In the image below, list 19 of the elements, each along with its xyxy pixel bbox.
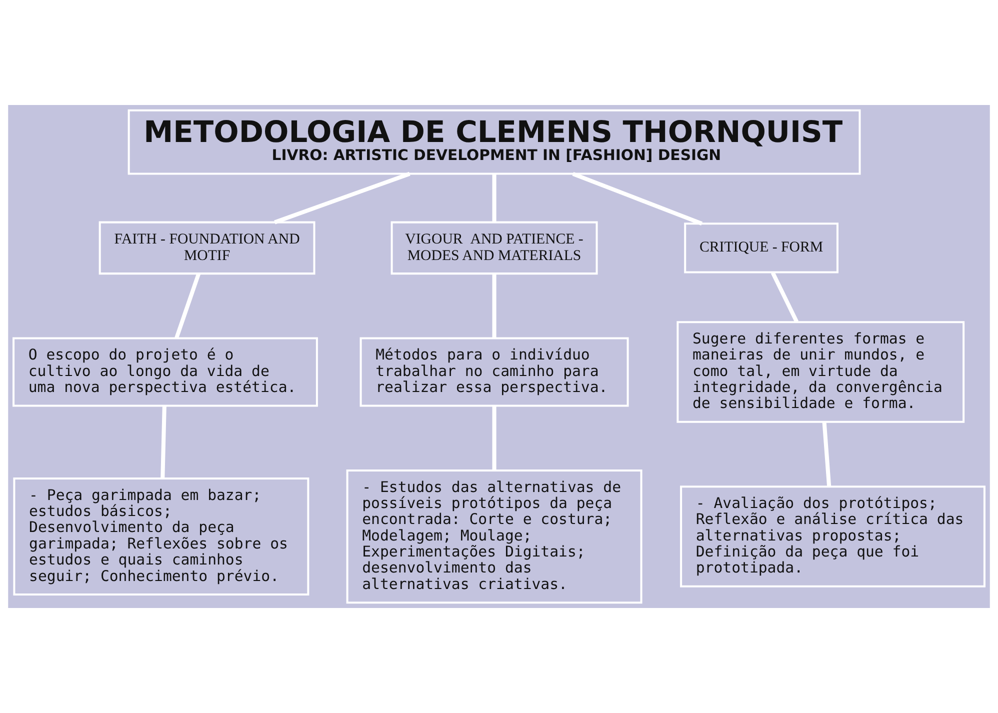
node-box: - Peça garimpada em bazar; estudos básicos; Desenvolvimento da peça garimpada; Reflexões sobre os estudos e quais caminhos seguir; Conhecimento prévio. (13, 478, 310, 596)
connector (160, 406, 166, 478)
connector (492, 174, 496, 222)
connector (822, 422, 832, 486)
connector (492, 274, 496, 338)
node-box: Métodos para o indivíduo trabalhar no caminho para realizar essa perspectiva. (360, 337, 629, 407)
node-box: CRITIQUE - FORM (684, 222, 838, 274)
node-box: METODOLOGIA DE CLEMENS THORNQUIST LIVRO: ARTISTIC DEVELOPMENT IN [FASHION] DESIGN (128, 109, 861, 175)
node-box: O escopo do projeto é o cultivo ao longo da vida de uma nova perspectiva estética. (12, 337, 318, 407)
connector (572, 172, 703, 226)
connector (770, 272, 798, 323)
node-box: - Estudos das alternativas de possíveis protótipos da peça encontrada: Corte e costura; Modelagem; Moulage; Experimentações Digitais; desenvolvimento das alternativas criativas. (346, 469, 642, 604)
connector (174, 273, 200, 339)
connector (492, 406, 496, 470)
node-box: VIGOUR AND PATIENCE - MODES AND MATERIALS (390, 221, 598, 275)
node-box: FAITH - FOUNDATION AND MOTIF (98, 221, 316, 275)
node-box: - Avaliação dos protótipos; Reflexão e análise crítica das alternativas propostas; Definição da peça que foi prototipada. (680, 486, 986, 588)
connector (274, 172, 410, 224)
node-box: Sugere diferentes formas e maneiras de unir mundos, e como tal, em virtude da integridade, da convergência de sensibilidade e forma. (676, 321, 965, 423)
